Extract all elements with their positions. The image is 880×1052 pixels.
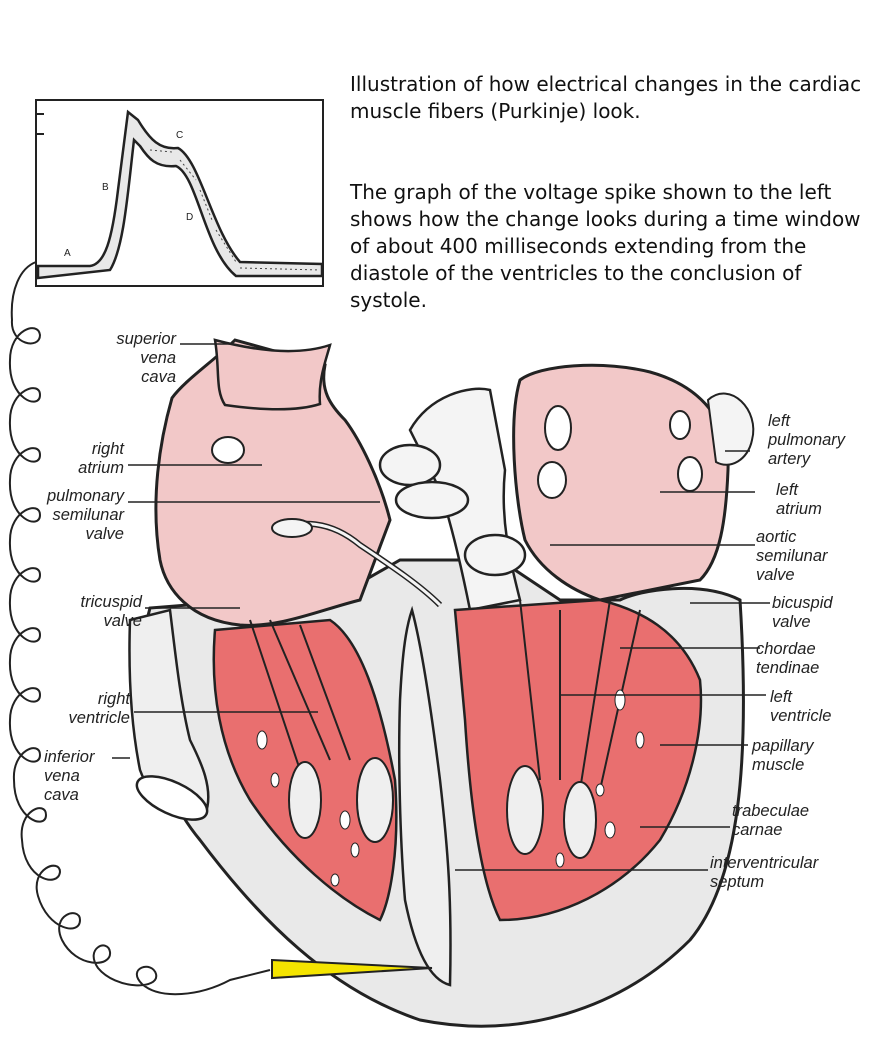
label-inferior-vena-cava: inferior vena cava (44, 748, 95, 804)
label-leader-lines (112, 343, 770, 871)
action-potential-hatch (149, 149, 321, 271)
label-right-atrium: right atrium (78, 440, 124, 477)
pulmonary-trunk-ring (394, 480, 470, 520)
superior-vena-cava-tube (213, 338, 332, 411)
action-potential-band (36, 109, 324, 280)
aortic-ring (463, 533, 527, 577)
interventricular-septum (397, 605, 452, 987)
coiled-wire (8, 261, 271, 996)
graph-frame (35, 99, 324, 287)
electrode-probe (271, 958, 433, 980)
voltage-graph: A B C D (35, 99, 324, 287)
label-bicuspid-valve: bicuspid valve (772, 594, 833, 631)
label-tricuspid-valve: tricuspid valve (80, 593, 142, 630)
description-detail: The graph of the voltage spike shown to … (350, 180, 861, 312)
label-papillary-muscle: papillary muscle (752, 737, 814, 774)
label-left-atrium: left atrium (776, 481, 822, 518)
left-pulmonary-artery-stub (706, 392, 755, 466)
pulmonary-vein-opening (537, 461, 567, 499)
pulmonary-vein-opening (669, 410, 691, 440)
label-pulmonary-semilunar-valve: pulmonary semilunar valve (46, 487, 124, 543)
label-left-pulmonary-artery: left pulmonary artery (768, 412, 846, 468)
papillary-muscle-shape (356, 757, 394, 843)
sinoatrial-node (271, 518, 313, 538)
label-right-ventricle: right ventricle (68, 690, 130, 727)
label-aortic-semilunar-valve: aortic semilunar valve (756, 528, 828, 584)
papillary-muscle-shape (288, 761, 322, 839)
label-superior-vena-cava: superior vena cava (116, 330, 176, 386)
pulmonary-vein-opening (544, 405, 572, 451)
heart-illustration (128, 338, 755, 1028)
pulmonary-trunk-ring (378, 443, 442, 487)
papillary-muscle-shape (563, 781, 597, 859)
pulmonary-vein-opening (677, 456, 703, 492)
right-atrium-opening (211, 436, 245, 464)
graph-letter-a: A (64, 248, 71, 259)
description-intro: Illustration of how electrical changes i… (350, 72, 862, 123)
graph-letter-b: B (102, 182, 109, 193)
label-chordae-tendinae: chordae tendinae (756, 640, 820, 677)
papillary-muscle-shape (506, 765, 544, 855)
inferior-vena-cava-opening (135, 775, 209, 821)
label-left-ventricle: left ventricle (770, 688, 832, 725)
graph-letter-d: D (186, 212, 193, 223)
label-interventricular-septum: interventricular septum (710, 854, 819, 891)
graph-letter-c: C (176, 130, 183, 141)
label-trabeculae-carnae: trabeculae carnae (732, 802, 810, 839)
description-text: Illustration of how electrical changes i… (350, 44, 865, 341)
